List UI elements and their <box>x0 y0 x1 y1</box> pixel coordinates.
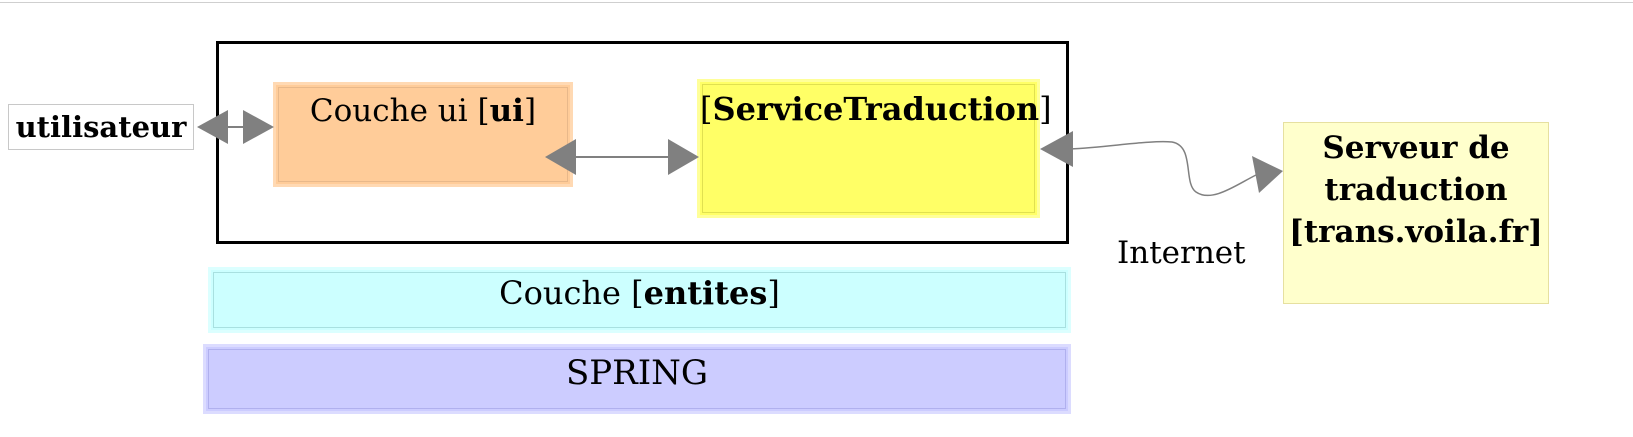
service-label-suffix: ] <box>1039 90 1052 128</box>
entites-layer-box: Couche [entites] <box>208 267 1071 333</box>
server-line-1: Serveur de <box>1322 130 1510 166</box>
service-traduction-box: [ServiceTraduction] <box>697 79 1052 218</box>
entites-label-suffix: ] <box>767 274 780 312</box>
service-server-arrow <box>1040 131 1283 197</box>
internet-label: Internet <box>1117 235 1246 271</box>
user-ui-arrow <box>197 110 274 144</box>
ui-layer-label: Couche ui [ui] <box>310 93 536 129</box>
entites-inner-border <box>213 272 1066 328</box>
translation-server-box: Serveur de traduction [trans.voila.fr] <box>1283 122 1549 304</box>
ui-layer-label-suffix: ] <box>523 93 537 129</box>
spring-label: SPRING <box>565 353 709 393</box>
service-label-prefix: [ <box>700 90 713 128</box>
user-box: utilisateur <box>8 104 194 150</box>
entites-label-bold: entites <box>643 274 768 312</box>
top-divider <box>0 2 1633 3</box>
spring-layer-box: SPRING <box>203 344 1071 414</box>
service-label: [ServiceTraduction] <box>700 90 1052 128</box>
spring-inner-border <box>208 349 1066 409</box>
ui-layer-label-prefix: Couche ui [ <box>309 93 490 129</box>
service-inner-border <box>702 84 1035 213</box>
server-line-2: traduction <box>1324 172 1508 208</box>
ui-layer-box: Couche ui [ui] <box>273 82 573 187</box>
server-line-3: [trans.voila.fr] <box>1289 214 1543 250</box>
user-label: utilisateur <box>15 110 187 144</box>
entites-label-prefix: Couche [ <box>499 274 644 312</box>
ui-layer-label-bold: ui <box>489 93 524 129</box>
ui-layer-inner-border <box>278 87 568 182</box>
entites-layer-label: Couche [entites] <box>499 274 780 312</box>
ui-service-arrow <box>545 139 699 175</box>
service-label-bold: ServiceTraduction <box>712 90 1040 128</box>
